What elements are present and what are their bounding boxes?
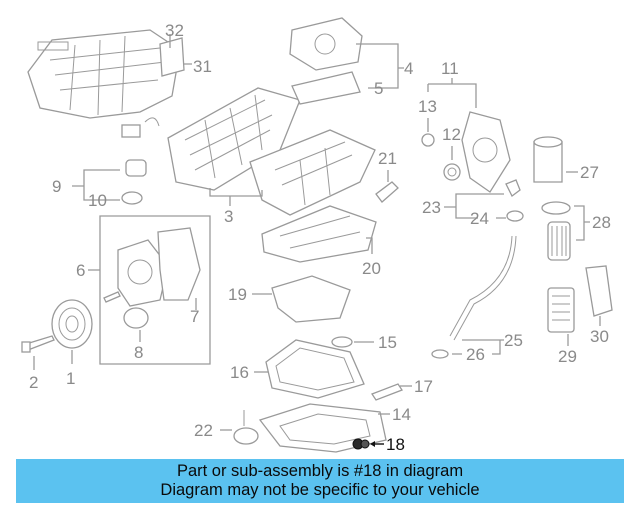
part-dipstick-tube[interactable] xyxy=(449,235,517,341)
part-oil-cooler[interactable] xyxy=(547,287,575,333)
callout-19: 19 xyxy=(228,285,247,304)
part-baffle[interactable] xyxy=(271,275,351,323)
callout-11: 11 xyxy=(441,59,459,78)
callout-31: 31 xyxy=(193,57,212,76)
part-17[interactable] xyxy=(371,383,403,401)
callout-6: 6 xyxy=(76,261,85,280)
part-intake-manifold[interactable] xyxy=(27,29,181,138)
callout-28: 28 xyxy=(592,213,611,232)
part-23[interactable] xyxy=(505,179,521,197)
part-seal-12[interactable] xyxy=(443,163,461,181)
callout-7: 7 xyxy=(190,307,199,326)
part-9[interactable] xyxy=(125,159,147,177)
parts-diagram: 32 31 4 5 11 13 12 21 27 23 24 28 9 10 3… xyxy=(21,17,613,454)
callout-8: 8 xyxy=(134,343,143,362)
callout-2: 2 xyxy=(29,373,38,392)
part-timing-cover-lower[interactable] xyxy=(117,239,169,307)
part-15[interactable] xyxy=(331,336,353,348)
part-crankshaft-pulley[interactable] xyxy=(51,299,93,349)
part-gasket-30[interactable] xyxy=(585,265,613,317)
part-gasket-32[interactable] xyxy=(159,37,185,77)
part-seal-13[interactable] xyxy=(421,133,435,147)
part-drain-plug-18[interactable] xyxy=(352,438,370,450)
part-valve-cover[interactable] xyxy=(249,129,376,216)
callout-24: 24 xyxy=(470,209,489,228)
callout-13: 13 xyxy=(418,97,437,116)
callout-10: 10 xyxy=(88,191,107,210)
callout-9: 9 xyxy=(52,177,61,196)
part-upper-oil-pan[interactable] xyxy=(261,205,377,263)
part-10[interactable] xyxy=(121,191,143,205)
callout-16: 16 xyxy=(230,363,249,382)
part-oil-filter-housing[interactable] xyxy=(533,136,563,183)
part-22[interactable] xyxy=(233,410,259,445)
part-timing-cover-gasket[interactable] xyxy=(291,71,361,105)
callout-32: 32 xyxy=(165,21,184,40)
callout-14: 14 xyxy=(392,405,411,424)
group-box xyxy=(99,215,211,365)
part-o-ring-28[interactable] xyxy=(541,201,571,215)
callout-5: 5 xyxy=(374,79,383,98)
callout-29: 29 xyxy=(558,347,577,366)
callout-4: 4 xyxy=(404,59,413,78)
part-gasket-7[interactable] xyxy=(157,227,201,301)
callout-30: 30 xyxy=(590,327,609,346)
part-oil-pan-gasket[interactable] xyxy=(265,339,365,399)
callout-21: 21 xyxy=(378,149,397,168)
callout-15: 15 xyxy=(378,333,397,352)
part-filter-element[interactable] xyxy=(547,221,571,261)
callout-12: 12 xyxy=(442,125,461,144)
banner-line-1: Part or sub-assembly is #18 in diagram xyxy=(176,462,464,480)
part-front-cover[interactable] xyxy=(461,111,511,193)
callout-27: 27 xyxy=(580,163,599,182)
callout-25: 25 xyxy=(504,331,523,350)
callout-23: 23 xyxy=(422,198,441,217)
part-pulley-bolt[interactable] xyxy=(21,335,55,353)
callout-3: 3 xyxy=(224,207,233,226)
info-banner: Part or sub-assembly is #18 in diagram D… xyxy=(16,459,624,503)
callout-26: 26 xyxy=(466,345,485,364)
part-seal-26[interactable] xyxy=(431,349,449,359)
banner-line-2: Diagram may not be specific to your vehi… xyxy=(160,481,480,499)
part-bolt-small[interactable] xyxy=(103,291,121,303)
part-seal-8[interactable] xyxy=(123,307,149,329)
callout-17: 17 xyxy=(414,377,433,396)
part-24[interactable] xyxy=(506,210,524,222)
callout-22: 22 xyxy=(194,421,213,440)
callout-20: 20 xyxy=(362,259,381,278)
part-upper-timing-cover[interactable] xyxy=(289,17,363,71)
callout-1: 1 xyxy=(66,369,75,388)
callout-18: 18 xyxy=(386,435,405,454)
part-21[interactable] xyxy=(375,181,399,203)
